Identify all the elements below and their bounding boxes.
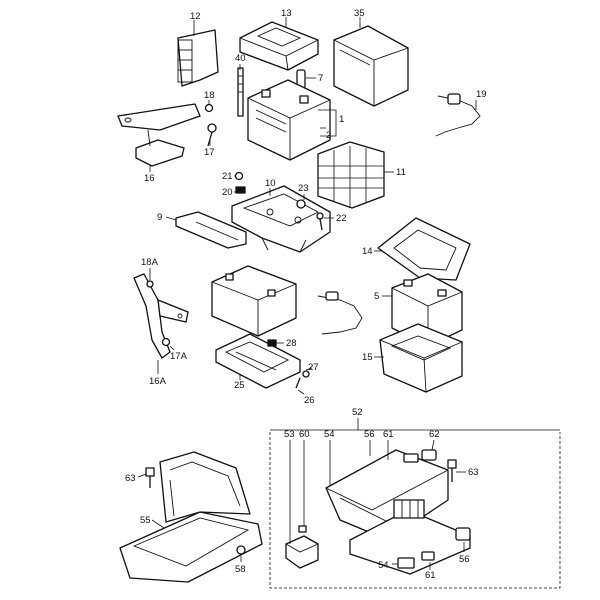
callout-17a: 17A [170,351,188,362]
part-56b-connector [455,527,471,541]
callout-35: 35 [354,8,365,19]
callout-16a: 16A [149,376,167,387]
part-fuse-holder [349,499,471,575]
callout-21: 21 [222,171,233,182]
part-61-connector [421,551,435,561]
part-10-battery-tray [231,185,331,253]
part-63-bolt-right [447,459,457,482]
part-60-clip [298,525,307,533]
callout-11: 11 [396,167,406,178]
callout-1: 1 [339,114,344,125]
part-18-nut [204,103,214,113]
part-18a-nut [146,280,154,288]
callout-60: 60 [299,429,310,440]
part-16-bracket [117,103,201,167]
part-28-screw [267,339,277,347]
callout-63-left: 63 [125,473,136,484]
part-53-box [285,535,319,569]
part-63-bolt-left [145,467,155,488]
callout-63-right: 63 [468,467,479,478]
part-25-plate [215,333,301,389]
callout-16: 16 [144,173,155,184]
callout-56: 56 [364,429,375,440]
part-55-tray-base [119,451,263,583]
part-40-rod [237,67,244,117]
callout-53: 53 [284,429,295,440]
part-13-battery-cover [239,21,319,71]
callout-25: 25 [234,380,245,391]
part-54-connector [397,557,415,569]
callout-2: 2 [326,130,331,141]
part-62-relay [421,449,437,461]
callout-18a: 18A [141,257,159,268]
callout-56-lower: 56 [459,554,470,565]
callout-14: 14 [362,246,373,257]
callout-10: 10 [265,178,276,189]
part-1-battery [247,79,331,161]
callout-52: 52 [352,407,363,418]
callout-61: 61 [383,429,394,440]
part-35-battery-box [333,25,409,107]
part-58-nut [236,545,246,555]
part-22-bolt [316,212,324,231]
callout-61-lower: 61 [425,570,436,581]
callout-labels: 12 13 35 40 7 18 1 2 19 17 16 11 21 10 2… [125,8,487,581]
part-27-screw [295,370,310,389]
callout-28: 28 [286,338,297,349]
part-17a-bolt [161,337,171,347]
part-12-bracket [177,29,219,87]
callout-9: 9 [157,212,162,223]
leader-lines [137,17,477,570]
part-17-bolt [207,123,217,147]
callout-54: 54 [324,429,335,440]
callout-7: 7 [318,73,323,84]
callout-23: 23 [298,183,309,194]
part-23-washer [296,199,306,209]
callout-54-lower: 54 [378,560,389,571]
part-14-tray [377,217,471,281]
part-19-cable [435,93,481,137]
part-16a-bracket [133,273,189,359]
callout-19: 19 [476,89,487,100]
callout-62: 62 [429,429,440,440]
callout-12: 12 [190,11,201,22]
part-21-screw [234,171,244,181]
callout-17: 17 [204,147,215,158]
part-battery-middle [211,265,297,337]
part-9-strip [175,211,247,249]
part-cable-middle [317,291,363,335]
callout-26: 26 [304,395,315,406]
callout-18: 18 [204,90,215,101]
callout-40: 40 [235,53,246,64]
part-15-battery-box [379,323,463,393]
callout-22: 22 [336,213,347,224]
part-20-clip [235,186,246,194]
part-52-group-box [269,429,561,589]
callout-20: 20 [222,187,233,198]
callout-58: 58 [235,564,246,575]
callout-27: 27 [308,362,319,373]
part-11-insulation [317,141,385,209]
callout-13: 13 [281,8,292,19]
callout-5: 5 [374,291,379,302]
callout-15: 15 [362,352,373,363]
callout-55: 55 [140,515,151,526]
